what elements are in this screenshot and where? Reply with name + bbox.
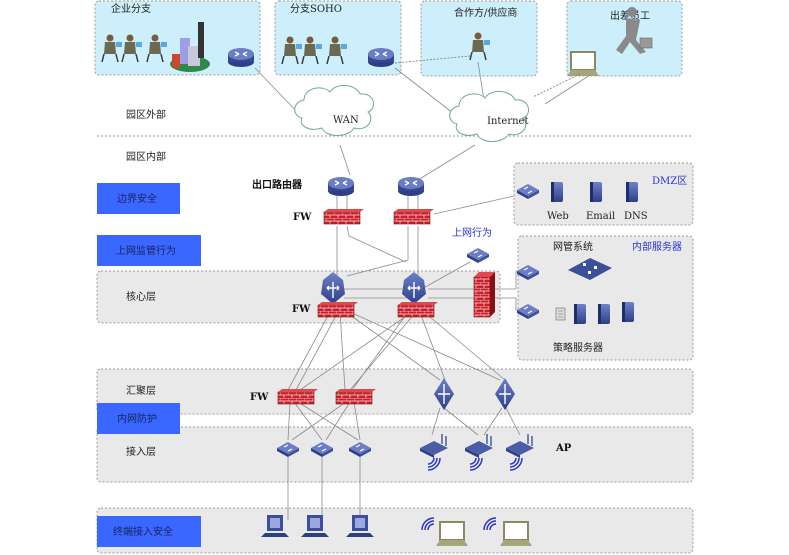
aggregation-layer-zone xyxy=(96,368,694,415)
policy-server-icon xyxy=(598,304,610,324)
office-building-icon xyxy=(170,22,210,72)
nms-console-icon xyxy=(568,258,612,280)
email-server-icon xyxy=(590,182,602,202)
svg-text:终端接入安全: 终端接入安全 xyxy=(113,525,173,538)
soho-router-icon xyxy=(367,47,395,68)
document-icon xyxy=(555,307,566,321)
access-layer-zone xyxy=(96,426,694,483)
behavior-device-label: 上网行为 xyxy=(452,226,492,239)
firewall-core-1-icon xyxy=(317,301,359,318)
site-label-soho: 分支SOHO xyxy=(290,3,342,15)
behavior-management-device-icon xyxy=(466,247,490,264)
wireless-laptop-1-icon xyxy=(435,521,469,547)
region-label-inside: 园区内部 xyxy=(126,150,166,163)
egress-router-2-icon xyxy=(397,176,425,197)
wan-cloud: WAN xyxy=(294,85,375,136)
dmz-server-label-email: Email xyxy=(586,211,615,222)
policy-server-label: 策略服务器 xyxy=(553,341,603,354)
dmz-server-label-dns: DNS xyxy=(624,211,648,222)
branch-router-icon xyxy=(227,47,255,68)
firewall-agg-1-icon xyxy=(277,388,319,405)
access-layer-label: 接入层 xyxy=(126,445,156,458)
wan-label: WAN xyxy=(333,115,359,126)
firewall-top-2-icon xyxy=(393,208,435,225)
wireless-laptop-2-icon xyxy=(499,521,533,547)
traveler-running-person-icon xyxy=(616,7,653,54)
link xyxy=(339,144,351,176)
fw-agg-label: FW xyxy=(250,392,269,403)
dmz-zone xyxy=(513,162,694,226)
traveler-laptop-icon xyxy=(566,51,600,77)
link xyxy=(254,67,301,116)
behavior-monitoring-button[interactable]: 上网监管行为 xyxy=(97,235,201,266)
internal-links xyxy=(287,195,521,520)
endpoint-security-button[interactable]: 终端接入安全 xyxy=(97,516,201,547)
dmz-title: DMZ区 xyxy=(652,175,687,187)
dns-server-icon xyxy=(626,182,638,202)
internal-server-zone xyxy=(517,235,694,361)
firewall-core-2-icon xyxy=(397,301,439,318)
link xyxy=(532,73,581,98)
firewall-top-1-icon xyxy=(323,208,365,225)
ap-label: AP xyxy=(555,443,572,454)
core-layer-label: 核心层 xyxy=(126,290,156,303)
web-server-icon xyxy=(551,182,563,202)
region-label-outside: 园区外部 xyxy=(126,108,166,121)
aggregation-layer-label: 汇聚层 xyxy=(126,384,156,397)
policy-server-icon xyxy=(574,304,586,324)
svg-text:内网防护: 内网防护 xyxy=(117,412,157,425)
intranet-protection-button[interactable]: 内网防护 xyxy=(97,403,180,434)
border-security-button[interactable]: 边界安全 xyxy=(97,183,180,214)
link xyxy=(417,144,476,181)
svg-text:边界安全: 边界安全 xyxy=(117,192,157,205)
firewall-agg-2-icon xyxy=(335,388,377,405)
fw-core-label: FW xyxy=(292,304,311,315)
core-firewall-wall-icon xyxy=(473,272,495,318)
internet-cloud: Internet xyxy=(449,91,530,142)
policy-server-icon xyxy=(622,302,634,322)
egress-router-1-icon xyxy=(327,176,355,197)
site-label-partner: 合作方/供应商 xyxy=(454,6,517,19)
link xyxy=(544,74,591,105)
internal-servers-title: 内部服务器 xyxy=(632,240,682,253)
internet-label: Internet xyxy=(487,116,528,127)
dmz-server-label-web: Web xyxy=(547,211,569,222)
fw-top-label: FW xyxy=(293,212,312,223)
site-label-branch: 企业分支 xyxy=(111,2,151,15)
svg-text:上网监管行为: 上网监管行为 xyxy=(116,244,176,257)
nms-label: 网管系统 xyxy=(553,240,593,253)
link xyxy=(477,61,485,101)
egress-router-label: 出口路由器 xyxy=(252,178,303,191)
